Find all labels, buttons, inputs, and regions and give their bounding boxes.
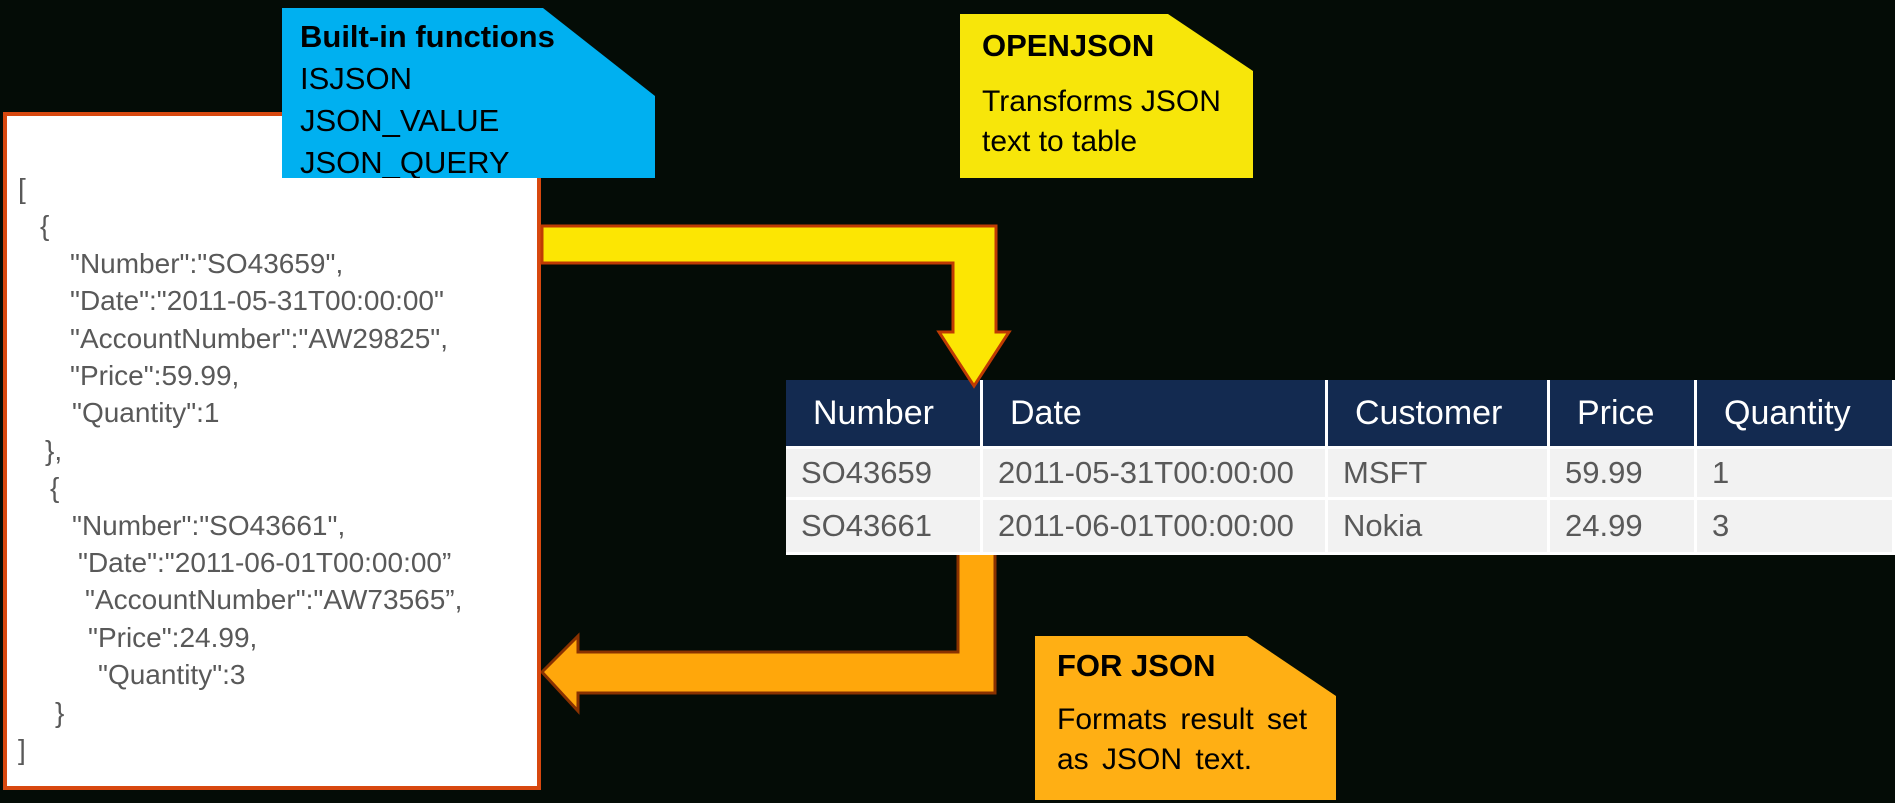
json-code-line: "Date":"2011-06-01T00:00:00” (78, 547, 452, 579)
json-code-line: ] (18, 734, 26, 766)
builtin-functions-callout: Built-in functions ISJSON JSON_VALUE JSON_… (282, 8, 655, 178)
forjson-description: Formats result set as JSON text. (1057, 700, 1336, 780)
json-code-line: "Quantity":3 (98, 659, 246, 691)
json-code-line: "AccountNumber":"AW29825", (70, 322, 448, 354)
json-code-line: } (55, 696, 65, 728)
builtin-functions-list: ISJSON JSON_VALUE JSON_QUERY (300, 58, 655, 180)
json-code-line: { (40, 210, 50, 242)
json-code: [ { "Number":"SO43659", "Date":"2011-05-31T… (7, 116, 537, 769)
column-header: Date (983, 380, 1325, 446)
openjson-title: OPENJSON (982, 28, 1155, 63)
table-cell: 24.99 (1550, 500, 1694, 552)
table-cell: 2011-06-01T00:00:00 (983, 500, 1325, 552)
callout-line: text to table (982, 125, 1138, 158)
json-code-line: { (50, 472, 60, 504)
callout-line: JSON_VALUE (300, 103, 500, 138)
table-cell: Nokia (1328, 500, 1547, 552)
table-cell: 2011-05-31T00:00:00 (983, 449, 1325, 497)
json-code-line: "Price":59.99, (70, 360, 240, 392)
openjson-callout: OPENJSON Transforms JSON text to table (960, 14, 1253, 178)
column-header: Customer (1328, 380, 1547, 446)
json-code-line: "Number":"SO43661", (72, 509, 346, 541)
column-header: Quantity (1697, 380, 1892, 446)
callout-line: as JSON text. (1057, 743, 1253, 776)
table-cell: SO43659 (786, 449, 980, 497)
openjson-description: Transforms JSON text to table (982, 82, 1253, 162)
column-header: Number (786, 380, 980, 446)
builtin-functions-title: Built-in functions (300, 19, 555, 54)
table-cell: SO43661 (786, 500, 980, 552)
openjson-arrow-shape (540, 224, 1012, 389)
callout-line: JSON_QUERY (300, 145, 510, 180)
callout-line: ISJSON (300, 61, 412, 96)
forjson-arrow-shape (539, 546, 997, 715)
table-cell: 3 (1697, 500, 1892, 552)
json-code-line: [ (18, 173, 26, 204)
json-code-line: "Date":"2011-05-31T00:00:00" (70, 285, 444, 317)
json-text-panel: [ { "Number":"SO43659", "Date":"2011-05-31T… (3, 112, 541, 790)
callout-line: Formats result set (1057, 703, 1308, 736)
forjson-title: FOR JSON (1057, 648, 1216, 683)
callout-line: Transforms JSON (982, 85, 1221, 118)
table-cell: MSFT (1328, 449, 1547, 497)
json-code-line: "AccountNumber":"AW73565”, (85, 584, 463, 616)
table-cell: 1 (1697, 449, 1892, 497)
forjson-callout: FOR JSON Formats result set as JSON text. (1035, 636, 1336, 800)
json-code-line: "Number":"SO43659", (70, 247, 344, 279)
table-cell: 59.99 (1550, 449, 1694, 497)
json-code-line: "Price":24.99, (88, 621, 258, 653)
json-code-line: "Quantity":1 (72, 397, 220, 429)
json-code-line: }, (45, 434, 63, 466)
column-header: Price (1550, 380, 1694, 446)
